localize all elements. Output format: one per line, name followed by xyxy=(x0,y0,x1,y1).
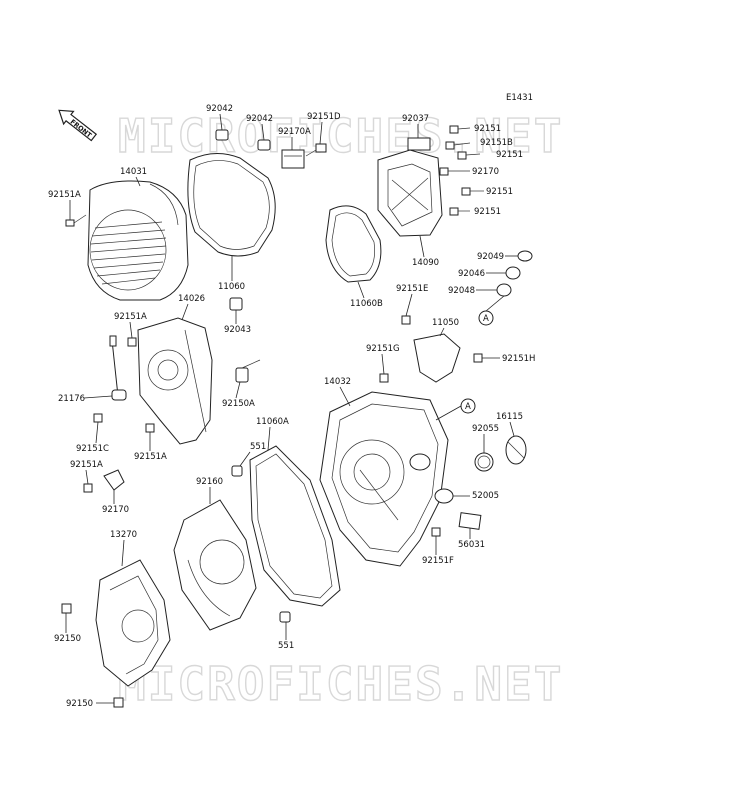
label-92151h: 92151H xyxy=(502,354,535,364)
label-92037: 92037 xyxy=(402,114,429,124)
diagram-code: E1431 xyxy=(506,93,533,103)
label-14026: 14026 xyxy=(178,294,205,304)
label-92151a-top: 92151A xyxy=(48,190,81,200)
label-11060b: 11060B xyxy=(350,299,383,309)
watermark-top: MICROFICHES.NET xyxy=(118,109,563,163)
bolt-92151a-low xyxy=(145,423,155,433)
label-92042-top: 92042 xyxy=(206,104,233,114)
label-52005: 52005 xyxy=(472,491,499,501)
dowel-92042-a xyxy=(215,129,229,141)
bracket-11050 xyxy=(413,333,461,383)
gasket-11060 xyxy=(187,153,276,257)
cap-16115 xyxy=(505,435,527,465)
label-92151-d: 92151 xyxy=(474,207,501,217)
label-14032: 14032 xyxy=(324,377,351,387)
label-92151a-left: 92151A xyxy=(70,460,103,470)
label-16115: 16115 xyxy=(496,412,523,422)
bolts-14090 xyxy=(439,125,484,216)
bolt-92151h xyxy=(473,353,483,363)
dowel-92042-b xyxy=(257,139,271,151)
bolt-92151a-mid xyxy=(127,337,137,347)
generator-cover-14031 xyxy=(87,180,189,301)
label-14090: 14090 xyxy=(412,258,439,268)
bolt-92151f xyxy=(431,527,441,537)
callout-a-top-letter: A xyxy=(483,314,489,324)
label-92151g: 92151G xyxy=(366,344,400,354)
label-92170-low: 92170 xyxy=(102,505,129,515)
label-92151-a: 92151 xyxy=(474,124,501,134)
seal-92046 xyxy=(505,266,521,280)
label-92151f: 92151F xyxy=(422,556,454,566)
label-21176: 21176 xyxy=(58,394,85,404)
label-92170: 92170 xyxy=(472,167,499,177)
bolt-92151d xyxy=(305,143,327,157)
bolt-92150-low xyxy=(113,697,124,708)
dowel-551-top xyxy=(231,465,243,477)
cover-14026 xyxy=(137,317,213,445)
label-92160: 92160 xyxy=(196,477,223,487)
bolt-92151g xyxy=(379,373,389,383)
label-92151a-mid: 92151A xyxy=(114,312,147,322)
gasket-11060b xyxy=(325,205,382,283)
cover-14032 xyxy=(319,391,449,567)
label-92049: 92049 xyxy=(477,252,504,262)
bolt-92151c xyxy=(93,413,103,423)
gasket-11060a xyxy=(249,445,341,607)
cover-14090 xyxy=(377,137,443,237)
label-92151b: 92151B xyxy=(480,138,513,148)
dowel-92043 xyxy=(229,297,243,311)
washer-92049 xyxy=(517,250,533,262)
label-92170a: 92170A xyxy=(278,127,311,137)
label-92046: 92046 xyxy=(458,269,485,279)
clamp-92170 xyxy=(103,469,125,491)
seal-52005 xyxy=(434,488,454,504)
bolt-92151a-left xyxy=(83,483,93,493)
dowel-551-low xyxy=(279,611,291,623)
seal-92048 xyxy=(496,283,512,297)
label-11060a: 11060A xyxy=(256,417,289,427)
label-13270: 13270 xyxy=(110,530,137,540)
plate-92160 xyxy=(173,499,257,631)
sensor-21176 xyxy=(109,335,127,401)
clamp-92170a xyxy=(281,149,305,169)
label-551-low: 551 xyxy=(278,641,294,651)
label-92151a-low: 92151A xyxy=(134,452,167,462)
label-56031: 56031 xyxy=(458,540,485,550)
watermark-bottom: MICROFICHES.NET xyxy=(118,657,563,711)
label-14031: 14031 xyxy=(120,167,147,177)
label-92150-mid: 92150 xyxy=(54,634,81,644)
label-92048: 92048 xyxy=(448,286,475,296)
plate-56031 xyxy=(458,512,482,530)
callout-a-main-letter: A xyxy=(465,402,471,412)
labels: 92042 92042 92151D 92170A 92037 92151 92… xyxy=(48,104,535,709)
label-92151-b: 92151 xyxy=(496,150,523,160)
label-92151c: 92151C xyxy=(76,444,109,454)
label-11060: 11060 xyxy=(218,282,245,292)
label-92151e: 92151E xyxy=(396,284,428,294)
guard-13270 xyxy=(95,559,171,687)
label-11050: 11050 xyxy=(432,318,459,328)
pipe-92150a xyxy=(235,367,249,383)
bolt-92151a-top xyxy=(65,214,87,227)
bolt-92151e xyxy=(401,315,411,325)
label-92042-b: 92042 xyxy=(246,114,273,124)
label-92150-low: 92150 xyxy=(66,699,93,709)
label-92043: 92043 xyxy=(224,325,251,335)
label-92151-c: 92151 xyxy=(486,187,513,197)
front-arrow-icon: FRONT xyxy=(58,109,98,142)
label-92151d: 92151D xyxy=(307,112,341,122)
label-92150a: 92150A xyxy=(222,399,255,409)
label-92055: 92055 xyxy=(472,424,499,434)
label-551-top: 551 xyxy=(250,442,266,452)
bolt-92150-mid xyxy=(61,603,72,614)
